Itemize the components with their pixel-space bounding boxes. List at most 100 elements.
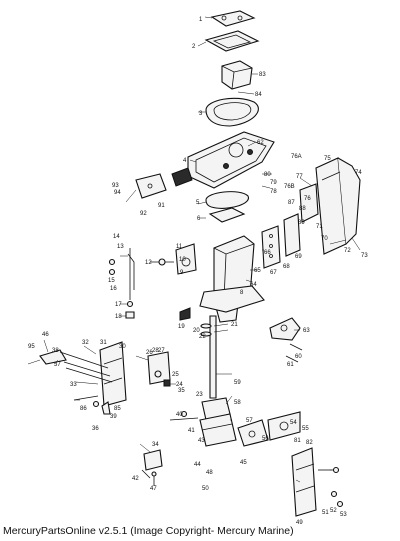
callout-6: 6	[197, 216, 201, 222]
callout-15: 15	[108, 278, 115, 284]
callout-17: 17	[115, 302, 122, 308]
callout-46: 46	[42, 332, 49, 338]
adapter-block	[221, 60, 253, 90]
callout-21: 21	[231, 322, 238, 328]
callout-54: 54	[290, 420, 297, 426]
callout-66: 66	[264, 250, 271, 256]
lower-bracket-block	[199, 413, 237, 447]
callout-10: 10	[179, 257, 186, 263]
tilt-lock-assembly	[147, 351, 171, 387]
callout-14: 14	[113, 234, 120, 240]
callout-51: 51	[322, 510, 329, 516]
callout-81: 81	[294, 438, 301, 444]
callout-26: 26	[146, 350, 153, 356]
callout-76a: 76A	[291, 154, 302, 160]
spring-clip-34	[143, 449, 163, 471]
callout-4: 4	[183, 158, 187, 164]
callout-92: 92	[140, 211, 147, 217]
clamp-screw-86	[73, 395, 100, 408]
callout-9: 9	[180, 270, 184, 276]
callout-55: 55	[302, 426, 309, 432]
callout-68: 68	[283, 264, 290, 270]
callout-22: 22	[199, 334, 206, 340]
callout-87: 87	[288, 200, 295, 206]
callout-2: 2	[192, 44, 196, 50]
drive-shaft-housing	[199, 235, 265, 323]
tilt-tube	[63, 361, 113, 383]
callout-labels: 1 2 83 84 3 62 4 80 79 78 76A 76B 75 74 …	[28, 17, 368, 526]
callout-33: 33	[70, 382, 77, 388]
retaining-screw-42	[141, 469, 151, 479]
callout-52: 52	[330, 508, 337, 514]
callout-37: 37	[54, 362, 61, 368]
copyright-caption: MercuryPartsOnline v2.5.1 (Image Copyrig…	[3, 525, 294, 537]
callout-48: 48	[206, 470, 213, 476]
callout-19: 19	[178, 324, 185, 330]
bushings	[108, 258, 116, 276]
callout-64: 64	[250, 282, 257, 288]
callout-30: 30	[119, 344, 126, 350]
callout-42: 42	[132, 476, 139, 482]
callout-47: 47	[150, 486, 157, 492]
linkage-arm-left	[169, 410, 199, 421]
top-gasket	[204, 30, 260, 52]
swivel-bracket	[99, 341, 127, 407]
washers-52-53	[330, 490, 344, 508]
callout-39: 39	[110, 414, 117, 420]
callout-89: 89	[298, 220, 305, 226]
bolt-47	[151, 471, 157, 486]
callout-60: 60	[295, 354, 302, 360]
callout-27: 27	[158, 348, 165, 354]
callout-95: 95	[28, 344, 35, 350]
callout-1: 1	[199, 17, 203, 23]
callout-32: 32	[82, 340, 89, 346]
driveshaft	[209, 315, 217, 399]
callout-82: 82	[306, 440, 313, 446]
callout-28: 28	[152, 348, 159, 354]
washer-20-21	[200, 323, 212, 337]
callout-53: 53	[340, 512, 347, 518]
callout-41: 41	[188, 428, 195, 434]
callout-57: 57	[246, 418, 253, 424]
tilt-lever	[39, 349, 109, 369]
callout-91: 91	[158, 203, 165, 209]
seal-plate	[208, 207, 246, 223]
ring-gasket	[205, 97, 259, 127]
callout-13: 13	[117, 244, 124, 250]
callout-61: 61	[287, 362, 294, 368]
seal-ring	[205, 191, 249, 209]
top-cover-plate	[210, 10, 256, 27]
callout-72: 72	[344, 248, 351, 254]
exhaust-gasket	[283, 213, 301, 257]
callout-38: 38	[52, 348, 59, 354]
callout-35: 35	[178, 388, 185, 394]
clip-85	[101, 401, 111, 415]
callout-11: 11	[176, 244, 183, 250]
callout-40: 40	[176, 412, 183, 418]
callout-77: 77	[296, 174, 303, 180]
clamp-19	[179, 307, 191, 321]
callout-8: 8	[240, 290, 244, 296]
callout-86: 86	[80, 406, 87, 412]
adjusting-arm	[237, 419, 269, 447]
callout-24: 24	[176, 382, 183, 388]
rubber-mount	[171, 167, 193, 187]
callout-31: 31	[100, 340, 107, 346]
callout-78: 78	[270, 189, 277, 195]
swivel-pin-mount	[175, 243, 197, 275]
callout-67: 67	[270, 270, 277, 276]
callout-34: 34	[152, 442, 159, 448]
callout-18: 18	[115, 314, 122, 320]
callout-16: 16	[110, 286, 117, 292]
callout-63: 63	[303, 328, 310, 334]
callout-50: 50	[202, 486, 209, 492]
callout-73: 73	[361, 253, 368, 259]
callout-75: 75	[324, 156, 331, 162]
shift-rod	[125, 248, 135, 319]
handle-plate-54	[267, 411, 301, 441]
callout-70: 70	[321, 236, 328, 242]
callout-76: 76	[304, 196, 311, 202]
callout-45: 45	[240, 460, 247, 466]
callout-36: 36	[92, 426, 99, 432]
